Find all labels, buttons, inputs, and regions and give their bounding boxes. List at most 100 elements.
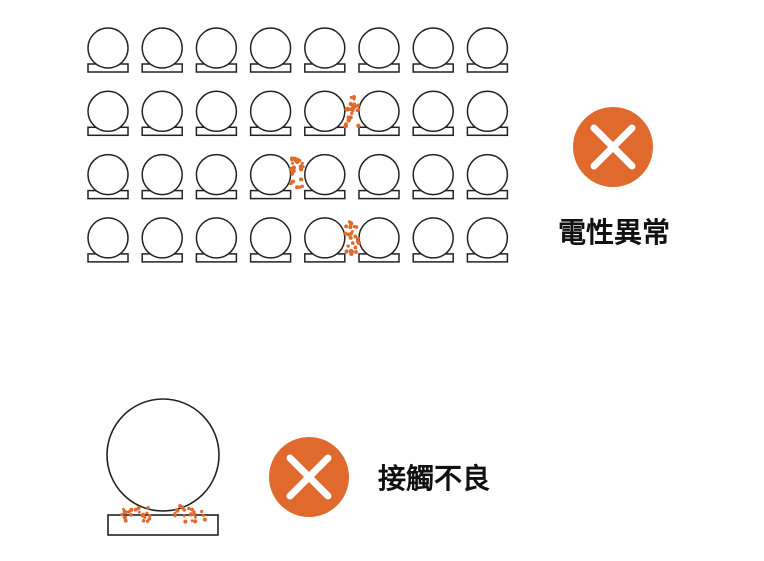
solder-ball — [87, 90, 129, 133]
solder-ball-unit — [141, 153, 183, 200]
debris-dot — [300, 161, 304, 165]
debris-dot — [145, 519, 150, 523]
poor-contact-label: 接觸不良 — [378, 462, 490, 495]
debris-dot — [288, 181, 293, 186]
solder-ball-unit — [412, 27, 454, 73]
solder-ball-unit — [87, 90, 129, 137]
debris-dot — [136, 506, 141, 511]
solder-bridge — [288, 156, 305, 190]
solder-ball-unit — [195, 217, 238, 263]
solder-ball-unit — [466, 153, 509, 200]
debris-dot — [353, 234, 358, 239]
debris-dot — [350, 241, 355, 245]
solder-ball — [249, 90, 292, 133]
debris-dot — [290, 172, 295, 176]
solder-bridge — [343, 95, 361, 129]
solder-ball — [358, 90, 400, 133]
debris-dot — [346, 232, 351, 237]
debris-dot — [174, 508, 179, 512]
solder-ball — [304, 217, 346, 259]
solder-ball-unit — [304, 217, 346, 263]
solder-ball — [141, 153, 183, 196]
solder-ball — [195, 27, 238, 69]
solder-ball — [141, 217, 183, 259]
solder-ball-unit — [358, 153, 400, 200]
debris-dot — [349, 95, 353, 99]
solder-ball-grid — [87, 27, 509, 263]
solder-ball-unit — [412, 153, 454, 200]
debris-dot — [301, 165, 305, 169]
solder-ball-unit — [249, 217, 292, 263]
debris-dot — [148, 514, 152, 518]
solder-ball — [304, 153, 346, 196]
debris-dot — [123, 509, 128, 515]
debris-dot — [356, 103, 361, 108]
debris-dot — [120, 512, 124, 517]
solder-ball-unit — [304, 153, 346, 200]
solder-ball-unit — [195, 90, 238, 137]
solder-ball — [249, 153, 292, 196]
solder-ball — [358, 153, 400, 196]
solder-ball-unit — [358, 90, 400, 137]
debris-cluster — [173, 503, 207, 524]
debris-dot — [183, 519, 188, 524]
debris-dot — [356, 236, 360, 240]
solder-ball — [195, 153, 238, 196]
debris-dot — [344, 224, 348, 229]
debris-dot — [345, 106, 350, 111]
debris-dot — [190, 519, 194, 523]
debris-dot — [298, 166, 304, 172]
debris-dot — [347, 220, 352, 224]
debris-dot — [200, 509, 204, 514]
solder-ball — [141, 90, 183, 133]
debris-dot — [292, 156, 297, 161]
debris-dot — [141, 519, 146, 523]
debris-dot — [202, 517, 207, 522]
debris-cluster — [120, 505, 152, 523]
solder-ball-unit — [87, 217, 129, 263]
debris-dot — [299, 177, 303, 182]
debris-dot — [346, 118, 351, 123]
debris-dot — [188, 512, 194, 517]
solder-ball-unit — [249, 153, 292, 200]
debris-dot — [146, 505, 150, 510]
debris-dot — [129, 513, 133, 517]
solder-ball — [106, 398, 220, 512]
debris-dot — [346, 244, 350, 248]
solder-ball — [358, 217, 400, 259]
contact-debris — [120, 503, 207, 524]
solder-ball-unit — [141, 27, 183, 73]
debris-dot — [348, 225, 353, 230]
solder-ball-unit — [141, 90, 183, 137]
debris-dot — [143, 515, 147, 519]
debris-dot — [356, 123, 361, 129]
debris-dot — [201, 514, 205, 518]
solder-ball — [412, 153, 454, 196]
debris-dot — [355, 108, 359, 112]
debris-dot — [180, 506, 185, 510]
debris-dot — [352, 97, 356, 101]
solder-ball-unit — [195, 153, 238, 200]
solder-ball-unit — [249, 90, 292, 137]
solder-bridge — [343, 220, 361, 256]
debris-dot — [127, 509, 131, 514]
solder-ball-unit — [195, 27, 238, 73]
solder-ball-unit — [412, 217, 454, 263]
solder-ball — [304, 27, 346, 69]
solder-pad — [107, 514, 219, 536]
solder-ball — [412, 217, 454, 259]
solder-ball — [195, 217, 238, 259]
debris-dot — [297, 158, 302, 163]
debris-dot — [147, 517, 152, 521]
debris-dot — [122, 515, 127, 520]
debris-dot — [300, 184, 304, 188]
debris-dot — [350, 111, 354, 115]
solder-ball — [412, 90, 454, 133]
debris-dot — [290, 158, 294, 162]
debris-dot — [137, 510, 141, 514]
debris-dot — [190, 507, 194, 512]
debris-dot — [353, 250, 358, 254]
solder-ball — [466, 27, 509, 69]
solder-bridge-defects — [288, 95, 361, 256]
